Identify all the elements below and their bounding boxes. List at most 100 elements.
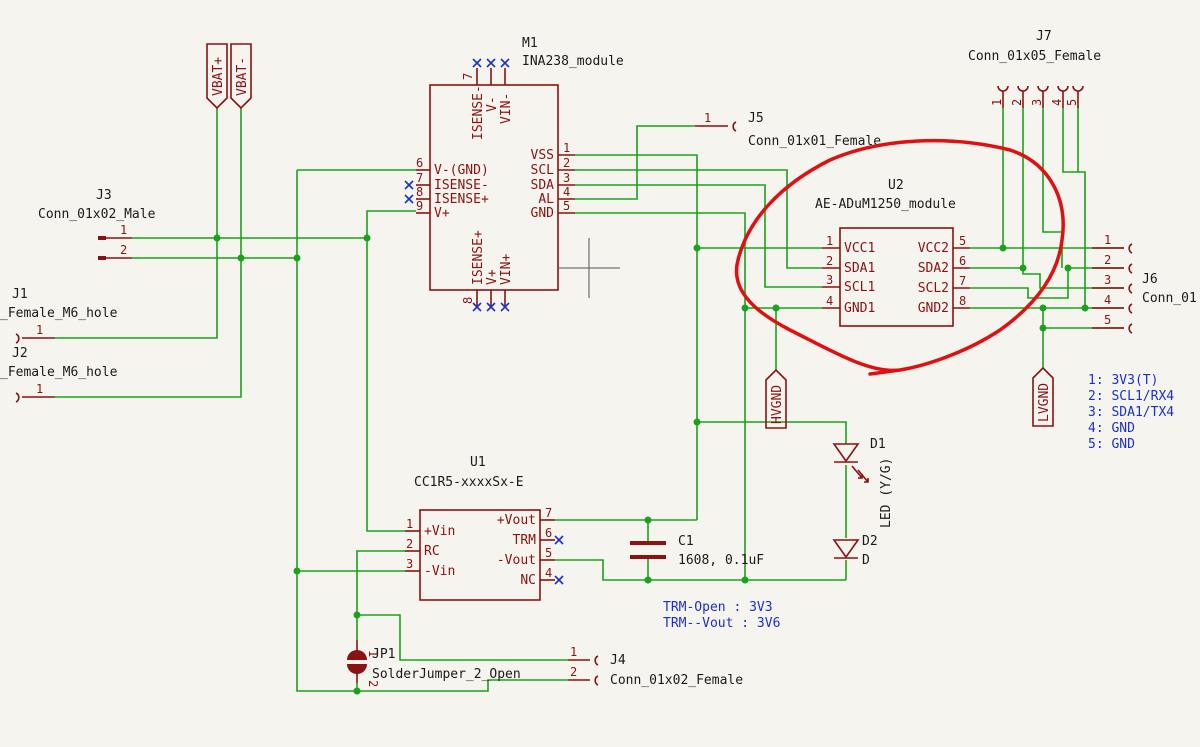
svg-text:4: 4: [545, 566, 552, 580]
solder-jumper-jp1: 1 2 JP1 SolderJumper_2_Open: [347, 640, 521, 687]
svg-text:ISENSE-: ISENSE-: [471, 85, 486, 140]
svg-text:2: 2: [120, 243, 127, 257]
svg-text:1: 1: [406, 517, 413, 531]
svg-text:C1: C1: [678, 534, 694, 549]
svg-text:5: 5: [1065, 99, 1079, 106]
svg-text:GND1: GND1: [844, 301, 875, 316]
svg-text:7: 7: [545, 506, 552, 520]
svg-text:1: 3V3(T): 1: 3V3(T): [1088, 373, 1158, 388]
svg-text:SDA1: SDA1: [844, 261, 875, 276]
svg-text:SCL: SCL: [531, 163, 555, 178]
svg-text:D1: D1: [870, 437, 886, 452]
svg-text:7: 7: [461, 73, 475, 80]
svg-text:2: 2: [1104, 253, 1111, 267]
power-flag-hvgnd: HVGND: [765, 368, 787, 429]
power-flag-vbat-minus: VBAT-: [230, 43, 252, 110]
svg-text:1: 1: [990, 99, 1004, 106]
svg-text:INA238_module: INA238_module: [522, 54, 624, 69]
svg-text:8: 8: [959, 294, 966, 308]
svg-text:J1: J1: [12, 287, 28, 302]
svg-text:1: 1: [120, 223, 127, 237]
svg-text:J3: J3: [96, 188, 112, 203]
svg-text:HVGND: HVGND: [770, 385, 785, 424]
connector-j5: 1 J5 Conn_01x01_Female: [695, 111, 881, 149]
trm-note: TRM-Open : 3V3 TRM--Vout : 3V6: [663, 600, 780, 631]
svg-text:7: 7: [959, 274, 966, 288]
module-u1: 1 2 3 7 6 5 4 +Vin RC -Vin +Vout TRM -Vo…: [405, 455, 555, 601]
svg-text:SolderJumper_2_Open: SolderJumper_2_Open: [372, 667, 521, 682]
svg-text:6: 6: [545, 526, 552, 540]
svg-text:8: 8: [461, 297, 475, 304]
svg-text:1: 1: [36, 323, 43, 337]
connector-j7: J7 Conn_01x05_Female 1 2 3 4 5: [968, 29, 1101, 108]
svg-text:J2: J2: [12, 346, 28, 361]
svg-text:1: 1: [570, 645, 577, 659]
svg-text:+Vin: +Vin: [424, 524, 455, 539]
svg-text:3: 3: [1030, 99, 1044, 106]
hand-drawn-circle-annotation: [734, 138, 1065, 376]
svg-text:D2: D2: [862, 534, 878, 549]
connector-j6: 1 2 3 4 5 J6 Conn_01: [1092, 233, 1197, 334]
svg-text:VIN-: VIN-: [499, 93, 514, 124]
connector-j1: 1 J1 _Female_M6_hole: [0, 287, 118, 344]
svg-text:V-: V-: [485, 96, 500, 112]
svg-text:Conn_01x01_Female: Conn_01x01_Female: [748, 134, 881, 149]
svg-text:2: 2: [1010, 99, 1024, 106]
svg-text:ISENSE-: ISENSE-: [434, 178, 489, 193]
svg-text:3: SDA1/TX4: 3: SDA1/TX4: [1088, 405, 1174, 420]
cursor-crosshair: [558, 238, 620, 298]
svg-text:8: 8: [416, 185, 423, 199]
diode-d2: D2 D: [832, 534, 878, 568]
led-d1: D1 LED (Y/G): [832, 437, 894, 528]
svg-text:SDA: SDA: [531, 178, 555, 193]
wires: [55, 108, 1124, 692]
svg-text:-Vin: -Vin: [424, 564, 455, 579]
svg-text:U2: U2: [888, 178, 904, 193]
svg-text:6: 6: [416, 156, 423, 170]
svg-text:9: 9: [416, 199, 423, 213]
svg-text:AL: AL: [538, 192, 554, 207]
svg-text:VIN+: VIN+: [499, 254, 514, 285]
svg-text:3: 3: [563, 171, 570, 185]
svg-text:4: 4: [1050, 99, 1064, 106]
svg-text:5: GND: 5: GND: [1088, 437, 1135, 452]
svg-text:3: 3: [1104, 273, 1111, 287]
junctions: [213, 234, 1089, 695]
connector-j4: 1 2 J4 Conn_01x02_Female: [568, 645, 743, 688]
svg-text:LVGND: LVGND: [1037, 383, 1052, 422]
module-u2: 1 2 3 4 5 6 7 8 VCC1 SDA1 SCL1 GND1 VCC2…: [815, 178, 970, 327]
module-m1: 6 7 8 9 V-(GND) ISENSE- ISENSE+ V+ 1 2 3…: [416, 36, 624, 307]
svg-text:SCL1: SCL1: [844, 280, 875, 295]
svg-text:U1: U1: [470, 455, 486, 470]
svg-text:D: D: [862, 553, 870, 568]
svg-text:VCC1: VCC1: [844, 241, 875, 256]
svg-text:Conn_01: Conn_01: [1142, 291, 1197, 306]
svg-text:1: 1: [563, 141, 570, 155]
svg-text:J6: J6: [1142, 272, 1158, 287]
svg-text:VSS: VSS: [531, 148, 554, 163]
svg-text:Conn_01x02_Male: Conn_01x02_Male: [38, 207, 156, 222]
capacitor-c1: C1 1608, 0.1uF: [630, 534, 764, 568]
svg-text:7: 7: [416, 171, 423, 185]
svg-text:Conn_01x02_Female: Conn_01x02_Female: [610, 673, 743, 688]
svg-text:V+: V+: [485, 269, 500, 285]
svg-text:CC1R5-xxxxSx-E: CC1R5-xxxxSx-E: [414, 475, 524, 490]
svg-text:2: 2: [570, 665, 577, 679]
svg-text:ISENSE+: ISENSE+: [434, 192, 489, 207]
svg-text:VBAT-: VBAT-: [235, 57, 250, 96]
svg-text:J5: J5: [748, 111, 764, 126]
svg-text:TRM-Open : 3V3: TRM-Open : 3V3: [663, 600, 773, 615]
svg-text:1: 1: [366, 650, 380, 657]
svg-text:J7: J7: [1036, 29, 1052, 44]
svg-text:Conn_01x05_Female: Conn_01x05_Female: [968, 49, 1101, 64]
power-flag-vbat-plus: VBAT+: [206, 43, 228, 110]
svg-text:LED (Y/G): LED (Y/G): [879, 458, 894, 528]
svg-text:6: 6: [959, 254, 966, 268]
svg-text:1: 1: [704, 111, 711, 125]
svg-text:1: 1: [1104, 233, 1111, 247]
svg-text:2: 2: [366, 680, 380, 687]
svg-text:TRM: TRM: [513, 533, 537, 548]
svg-text:ISENSE+: ISENSE+: [471, 230, 486, 285]
svg-text:5: 5: [563, 199, 570, 213]
